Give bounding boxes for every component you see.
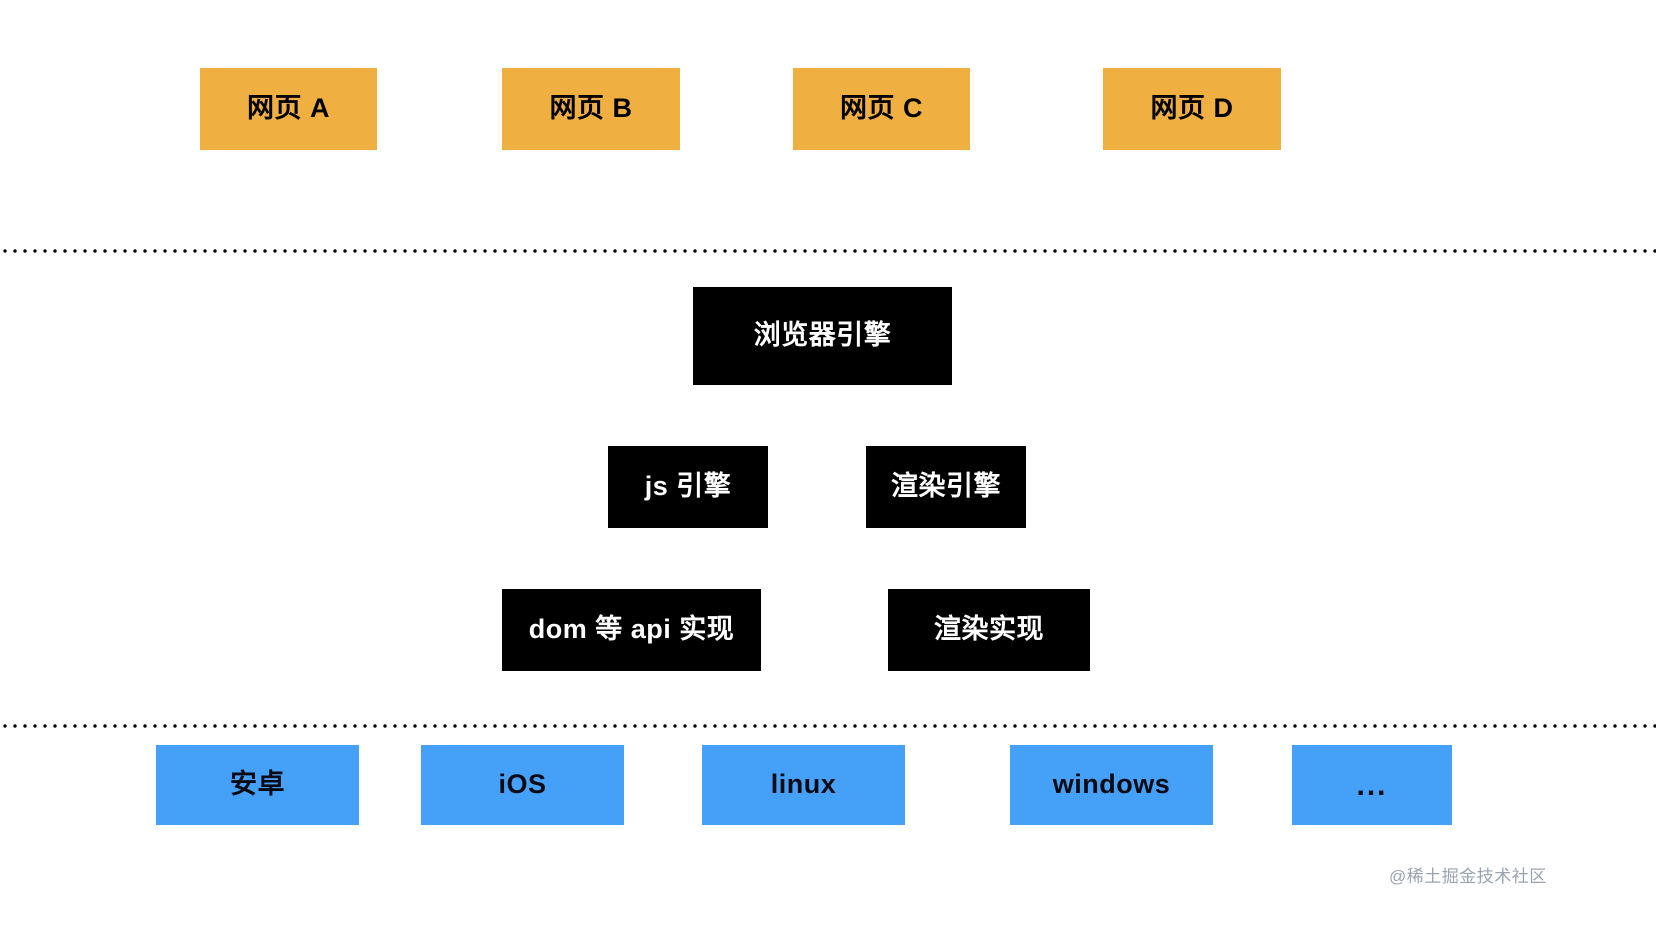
render-engine-box: 渲染引擎 xyxy=(866,446,1026,528)
js-engine-box: js 引擎 xyxy=(608,446,768,528)
os-box-ios: iOS xyxy=(421,745,624,825)
web-page-box-b: 网页 B xyxy=(502,68,680,150)
dom-api-impl-box: dom 等 api 实现 xyxy=(502,589,761,671)
watermark-label: @稀土掘金技术社区 xyxy=(1389,867,1547,886)
web-page-box-d: 网页 D xyxy=(1103,68,1281,150)
render-impl-box: 渲染实现 xyxy=(888,589,1090,671)
web-page-box-a: 网页 A xyxy=(200,68,377,150)
browser-engine-box: 浏览器引擎 xyxy=(693,287,952,385)
os-box-more: ... xyxy=(1292,745,1452,825)
os-box-linux: linux xyxy=(702,745,905,825)
os-box-android: 安卓 xyxy=(156,745,359,825)
divider-pages-engine xyxy=(0,249,1656,253)
divider-engine-os xyxy=(0,724,1656,728)
os-box-windows: windows xyxy=(1010,745,1213,825)
web-page-box-c: 网页 C xyxy=(793,68,970,150)
